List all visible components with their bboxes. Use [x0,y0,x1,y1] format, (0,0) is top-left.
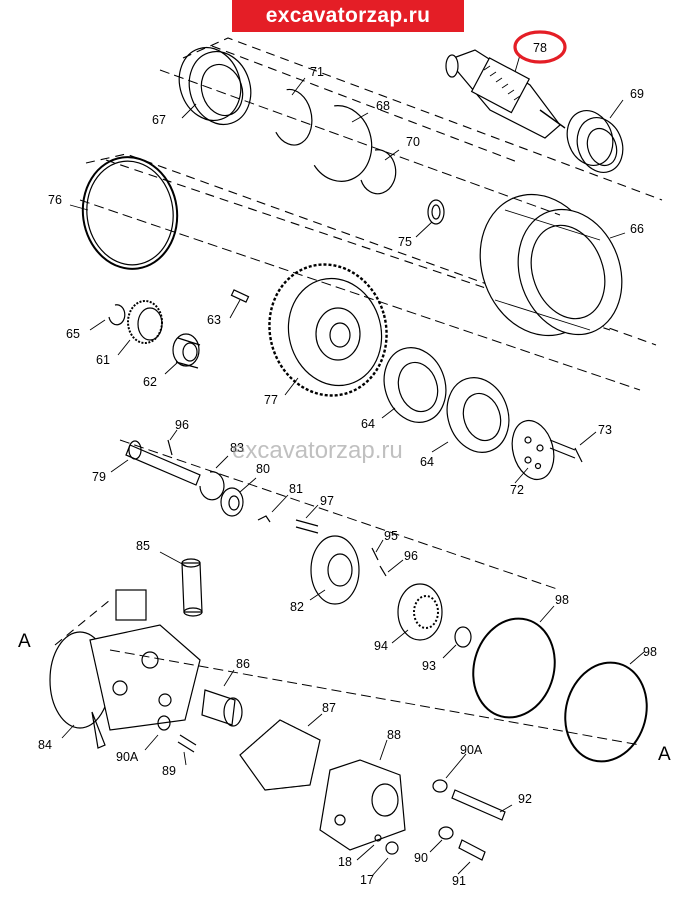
pin-part-63 [230,289,250,303]
callout-labels: 78 71 67 68 69 70 76 75 66 65 63 61 62 7… [38,41,657,888]
callout-67[interactable]: 67 [152,113,166,127]
callout-79[interactable]: 79 [92,470,106,484]
plug-part-18 [374,834,382,842]
ring-part-76 [81,156,179,270]
bearing-part-64-upper [383,347,447,423]
callout-82[interactable]: 82 [290,600,304,614]
highlight-circle-part-78 [513,30,567,64]
fitting-part-17 [385,841,399,855]
callout-63[interactable]: 63 [207,313,221,327]
gear-part-77 [268,263,388,397]
callout-78[interactable]: 78 [533,41,547,55]
callout-86[interactable]: 86 [236,657,250,671]
ring-gear-part-66 [479,193,623,337]
leader-lines [61,54,645,877]
callout-73[interactable]: 73 [598,423,612,437]
shaft-part-78 [445,49,566,139]
callout-93[interactable]: 93 [422,659,436,673]
callout-87[interactable]: 87 [322,701,336,715]
washer-part-90A-left [157,715,171,731]
callout-98-right[interactable]: 98 [643,645,657,659]
shaft-part-85 [181,558,203,617]
callout-84[interactable]: 84 [38,738,52,752]
clip-part-81 [257,515,271,523]
watermark-text: excavatorzap.ru [232,437,403,464]
pin-part-96-upper [167,439,173,456]
callout-80[interactable]: 80 [256,462,270,476]
callout-64-upper[interactable]: 64 [361,417,375,431]
site-banner[interactable]: excavatorzap.ru [232,0,464,32]
reference-mark-a-right: A [658,744,671,765]
bearing-part-64-lower [446,377,510,453]
bolt-part-73 [549,439,583,463]
snap-ring-part-65 [108,304,126,326]
bearing-part-80 [220,487,244,517]
callout-18[interactable]: 18 [338,855,352,869]
bearing-part-93 [454,626,472,648]
washer-part-75 [427,199,445,225]
callout-91[interactable]: 91 [452,874,466,888]
callout-61[interactable]: 61 [96,353,110,367]
callout-90[interactable]: 90 [414,851,428,865]
housing-part-84 [49,589,201,749]
washer-part-90 [438,826,454,840]
callout-65[interactable]: 65 [66,327,80,341]
bolt-part-97 [295,519,319,534]
bolt-part-92 [451,789,506,821]
bearing-part-67 [178,47,252,125]
callout-17[interactable]: 17 [360,873,374,887]
callout-76[interactable]: 76 [48,193,62,207]
callout-89[interactable]: 89 [162,764,176,778]
pump-body-part-88 [319,759,406,851]
axis-lines [79,69,641,746]
callout-96-lower[interactable]: 96 [404,549,418,563]
callout-94[interactable]: 94 [374,639,388,653]
plate-part-72 [511,419,555,481]
snap-ring-part-83 [199,471,225,501]
callout-71[interactable]: 71 [310,65,324,79]
callout-62[interactable]: 62 [143,375,157,389]
callout-90A-right[interactable]: 90A [460,743,483,757]
reference-mark-a-left: A [18,631,31,652]
gasket-part-87 [239,719,321,791]
callout-98-left[interactable]: 98 [555,593,569,607]
callout-66[interactable]: 66 [630,222,644,236]
callout-96-upper[interactable]: 96 [175,418,189,432]
o-ring-part-98-left [472,617,556,719]
callout-90A-left[interactable]: 90A [116,750,139,764]
callout-81[interactable]: 81 [289,482,303,496]
small-gear-part-61 [127,300,163,344]
callout-68[interactable]: 68 [376,99,390,113]
shaft-part-79 [125,440,201,486]
cover-part-82 [310,535,360,605]
callout-69[interactable]: 69 [630,87,644,101]
callout-77[interactable]: 77 [264,393,278,407]
callout-64-lower[interactable]: 64 [420,455,434,469]
callout-75[interactable]: 75 [398,235,412,249]
pins-part-95-96 [371,547,387,577]
bolt-part-89 [177,734,197,753]
bearing-part-69 [566,110,624,173]
callout-97[interactable]: 97 [320,494,334,508]
callout-72[interactable]: 72 [510,483,524,497]
bearing-part-62 [172,333,201,369]
washer-part-90A-right [432,779,448,793]
filter-part-86 [201,689,243,727]
gear-part-94 [397,583,443,641]
callout-95[interactable]: 95 [384,529,398,543]
callout-92[interactable]: 92 [518,792,532,806]
callout-88[interactable]: 88 [387,728,401,742]
bolt-part-91 [458,839,486,861]
callout-85[interactable]: 85 [136,539,150,553]
callout-70[interactable]: 70 [406,135,420,149]
callout-83[interactable]: 83 [230,441,244,455]
o-ring-part-98-right [564,661,648,763]
